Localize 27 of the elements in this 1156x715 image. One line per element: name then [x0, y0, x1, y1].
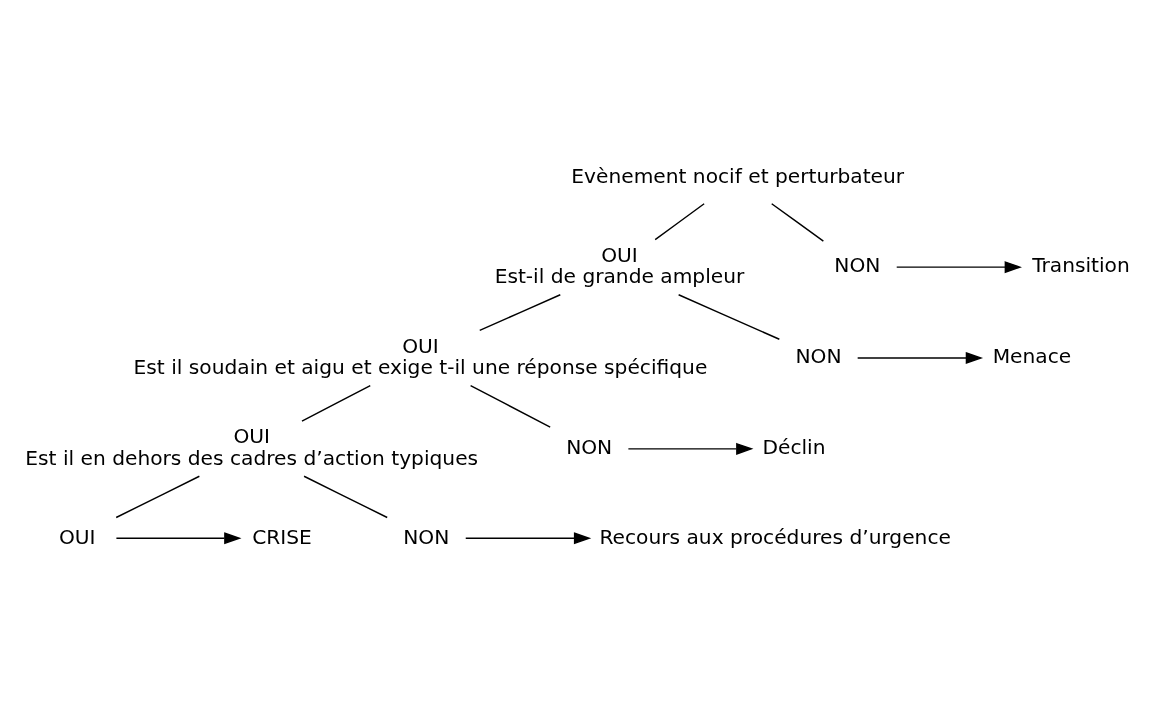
connector — [771, 202, 825, 242]
connector — [654, 202, 705, 240]
arrow — [465, 531, 592, 544]
node-text: NON — [834, 252, 881, 277]
connector — [115, 475, 201, 518]
node-text: OUI — [58, 524, 96, 549]
arrow — [627, 442, 754, 455]
connector — [303, 475, 388, 518]
node-text: NON — [795, 343, 842, 368]
arrow — [896, 260, 1022, 273]
node-text: Déclin — [762, 434, 826, 459]
connector — [469, 384, 551, 428]
arrow — [856, 351, 984, 364]
node-text: Evènement nocif et perturbateur — [571, 163, 905, 188]
connector — [479, 293, 561, 331]
node-text: OUI Est il soudain et aigu et exige t-il une réponse spécifique — [133, 333, 708, 379]
node-text: Menace — [992, 343, 1072, 368]
connector — [301, 384, 371, 422]
node-text: NON — [403, 524, 450, 549]
node-text: Recours aux procédures d’urgence — [599, 524, 951, 549]
node-text: Transition — [1032, 252, 1130, 277]
node-text: NON — [566, 434, 613, 459]
connector — [677, 293, 781, 340]
arrow — [115, 531, 242, 544]
node-text: CRISE — [252, 524, 312, 549]
node-text: OUI Est-il de grande ampleur — [494, 242, 745, 288]
node-text: OUI Est il en dehors des cadres d’action typiques — [25, 423, 479, 470]
